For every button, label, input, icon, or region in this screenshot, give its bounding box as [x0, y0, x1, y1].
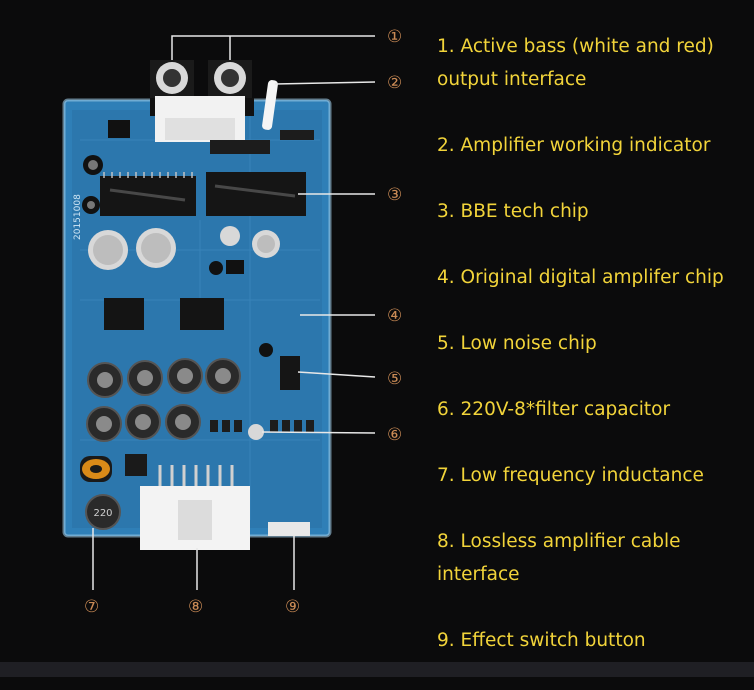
- feature-item-5: 5. Low noise chip: [437, 333, 597, 354]
- inductors: 220: [80, 358, 241, 530]
- callout-6: ⑥: [387, 425, 402, 445]
- working-indicator-led: [262, 80, 278, 130]
- callout-7: ⑦: [84, 597, 99, 617]
- feature-item-6: 6. 220V-8*filter capacitor: [437, 399, 671, 420]
- callout-9: ⑨: [285, 597, 300, 617]
- digital-amplifier-chips: [104, 260, 244, 330]
- rca-output-connectors: [150, 60, 254, 142]
- feature-item-1: 1. Active bass (white and red) output in…: [437, 36, 714, 90]
- feature-list: 1. Active bass (white and red) output in…: [437, 30, 749, 690]
- bottom-strip: [0, 662, 754, 677]
- callout-4: ④: [387, 306, 402, 326]
- callout-2: ②: [387, 73, 402, 93]
- callout-8: ⑧: [188, 597, 203, 617]
- effect-switch-button: [268, 522, 310, 536]
- filter-capacitors: [210, 420, 314, 440]
- low-noise-chip: [259, 343, 300, 390]
- board-code-label: 20151008: [73, 194, 83, 240]
- feature-item-7: 7. Low frequency inductance: [437, 465, 704, 486]
- callout-1: ①: [387, 27, 402, 47]
- feature-item-3: 3. BBE tech chip: [437, 201, 589, 222]
- callout-3: ③: [387, 185, 402, 205]
- inductor-value-label: 220: [93, 508, 112, 519]
- bbe-chips: [100, 172, 306, 216]
- cable-interface-connector: [140, 465, 250, 550]
- leader-lines: [92, 35, 376, 590]
- small-components: [82, 120, 314, 214]
- feature-item-4: 4. Original digital amplifer chip: [437, 267, 724, 288]
- feature-item-9: 9. Effect switch button: [437, 630, 646, 651]
- callout-5: ⑤: [387, 369, 402, 389]
- capacitors: [88, 226, 280, 270]
- callout-numbers: ① ② ③ ④ ⑤ ⑥ ⑦ ⑧ ⑨: [84, 27, 402, 617]
- feature-item-2: 2. Amplifier working indicator: [437, 135, 711, 156]
- feature-item-8: 8. Lossless amplifier cable interface: [437, 531, 681, 585]
